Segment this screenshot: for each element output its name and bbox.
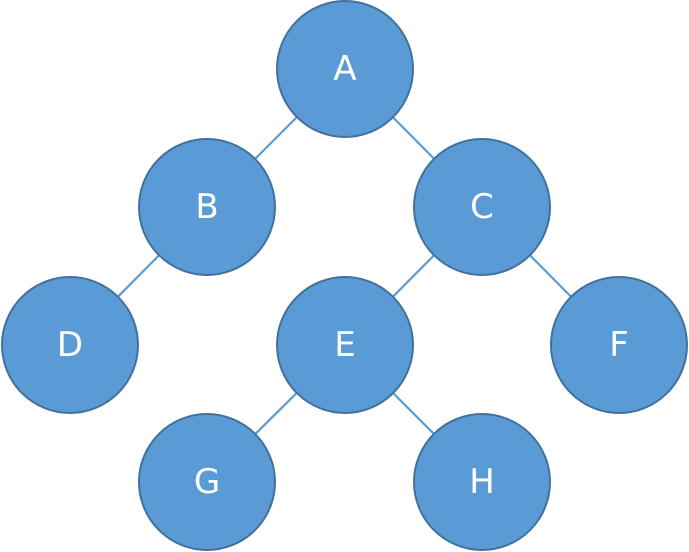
node-d: D — [1, 276, 139, 414]
node-label: A — [333, 49, 356, 89]
node-circle — [138, 138, 276, 276]
node-circle — [276, 276, 414, 414]
node-circle — [550, 276, 688, 414]
node-g: G — [138, 413, 276, 551]
node-label: C — [470, 187, 494, 227]
node-c: C — [413, 138, 551, 276]
node-f: F — [550, 276, 688, 414]
node-circle — [413, 413, 551, 551]
node-label: B — [195, 187, 218, 227]
node-circle — [138, 413, 276, 551]
node-a: A — [276, 0, 414, 138]
node-e: E — [276, 276, 414, 414]
node-label: H — [469, 462, 495, 502]
node-label: D — [57, 325, 83, 365]
node-circle — [413, 138, 551, 276]
node-b: B — [138, 138, 276, 276]
node-label: G — [194, 462, 220, 502]
node-h: H — [413, 413, 551, 551]
node-circle — [276, 0, 414, 138]
node-circle — [1, 276, 139, 414]
node-label: F — [609, 325, 629, 365]
node-label: E — [334, 325, 355, 365]
